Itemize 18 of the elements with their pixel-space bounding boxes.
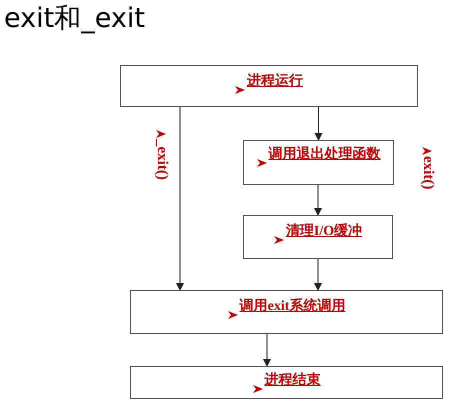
- step-text: 调用exit系统调用: [240, 297, 346, 316]
- title: exit和_exit: [4, 2, 145, 36]
- step-text: 进程结束: [264, 371, 320, 390]
- process-box: [130, 366, 443, 399]
- process-box: [130, 290, 443, 334]
- process-box: [243, 215, 393, 259]
- arrow: [314, 106, 322, 141]
- arrow: [263, 334, 271, 367]
- step-text: 进程运行: [247, 72, 303, 91]
- arrow: [314, 184, 322, 216]
- arrow: [176, 106, 184, 291]
- step-text: 清理I/O缓冲: [286, 222, 362, 241]
- process-box: [120, 65, 418, 107]
- process-box: [243, 140, 394, 185]
- arrow: [314, 258, 322, 291]
- step-text: 调用退出处理函数: [268, 145, 380, 164]
- side-label: exit(): [420, 156, 435, 190]
- edge-label: _exit(): [154, 138, 169, 180]
